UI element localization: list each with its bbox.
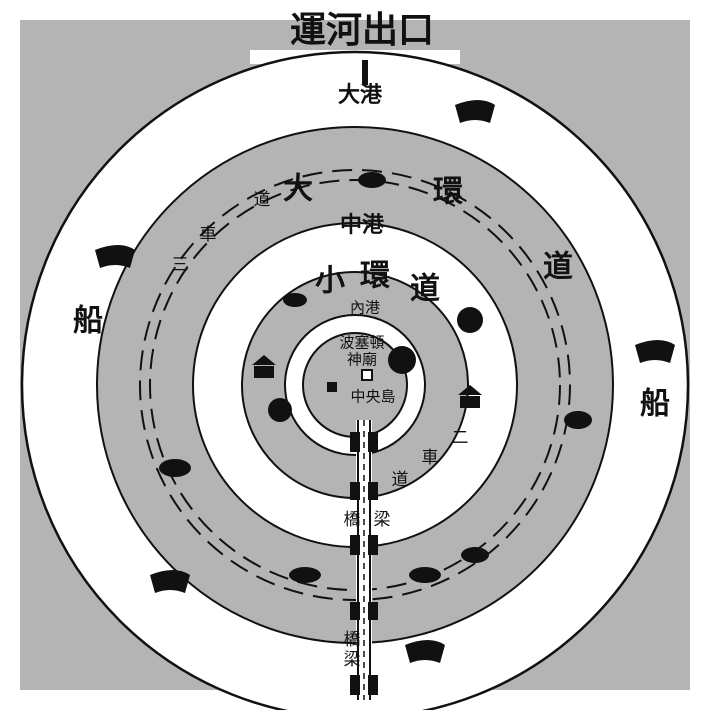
temple-building-icon	[252, 355, 482, 408]
great-ring-char-1: 大	[283, 172, 313, 207]
square-markers	[327, 369, 373, 392]
temple-label-line-2: 神廟	[347, 351, 377, 369]
small-ring-small-2: 車	[422, 448, 439, 468]
bridge-upper-char-1: 橋	[344, 510, 361, 530]
small-ring-small-3: 道	[392, 470, 409, 490]
great-ring-small-2: 車	[200, 225, 217, 245]
inner-port-label: 內港	[350, 299, 380, 317]
bridge-towers	[350, 432, 378, 695]
small-ring-small-1: 二	[452, 428, 469, 448]
middle-port-label: 中港	[340, 213, 385, 238]
great-ring-small-3: 三	[172, 255, 189, 275]
small-ring-char-3: 道	[410, 272, 440, 307]
great-ring-dashes-inner	[149, 179, 561, 591]
great-ring-char-3: 道	[543, 250, 573, 285]
ship-icon	[95, 100, 675, 663]
great-port-label: 大港	[338, 83, 383, 108]
great-ring-char-2: 環	[433, 175, 464, 210]
horse-rider-icon	[159, 172, 592, 583]
central-island-label: 中央島	[350, 388, 395, 406]
temple-label-line-1: 波塞頓	[339, 334, 384, 352]
great-ring-small-1: 道	[254, 190, 271, 210]
canal-exit-label: 運河出口	[290, 10, 434, 51]
bridge-lower-char-2: 梁	[344, 650, 361, 670]
small-ring-char-1: 小	[315, 264, 345, 299]
great-ring-dashes	[139, 169, 571, 601]
bridge-lower-char-1: 橋	[344, 630, 361, 650]
ship-label-right: 船	[640, 387, 670, 422]
small-ring-char-2: 環	[360, 259, 391, 294]
bridge-upper-char-2: 梁	[374, 510, 391, 530]
tree-icon	[268, 307, 483, 422]
runner-icon	[283, 293, 307, 307]
ship-label-left: 船	[73, 304, 103, 339]
